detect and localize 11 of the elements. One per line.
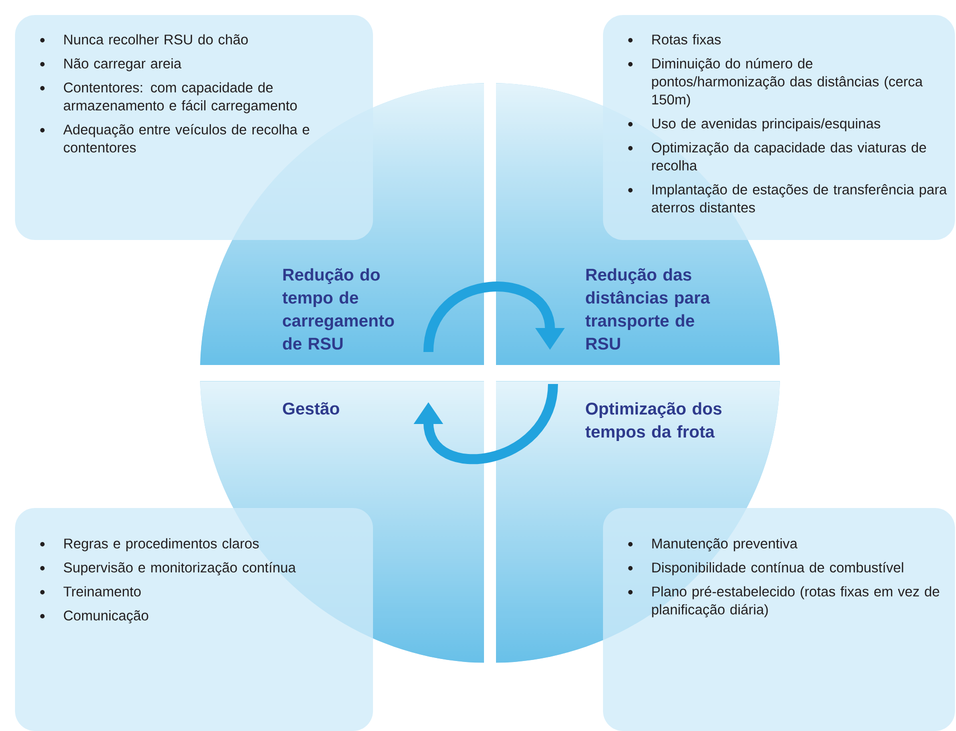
cycle-arrow [414, 383, 558, 464]
bullet-item: Nunca recolher RSU do chão [40, 34, 248, 44]
cycle-arrow [423, 282, 565, 353]
bullet-list-box [15, 15, 373, 240]
bullet-item: Rotas fixas [628, 34, 721, 44]
bullet-item: Treinamento [40, 586, 141, 596]
bullet-list-box [603, 15, 955, 240]
bullet-item: Comunicação [40, 610, 148, 624]
bullet-item: Não carregar areia [40, 58, 182, 72]
bullet-list-box [15, 508, 373, 731]
bullet-list-box [603, 508, 955, 731]
